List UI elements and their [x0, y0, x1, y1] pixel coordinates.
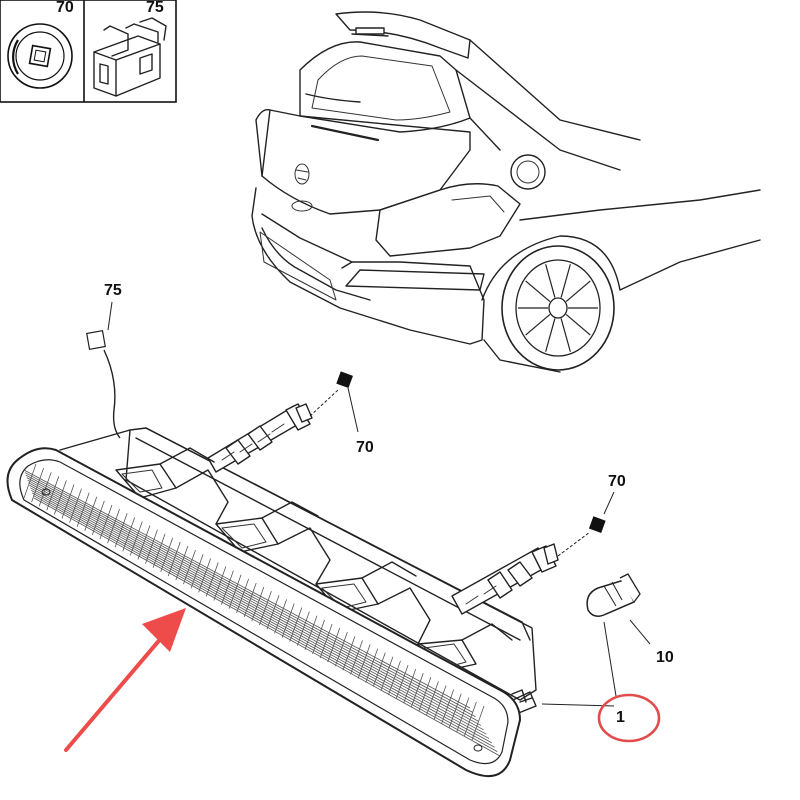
callout-label-70-top: 70 — [356, 439, 374, 456]
connector-clip-icon — [86, 330, 106, 350]
lens-grid — [23, 463, 501, 757]
grommet-icon — [7, 23, 73, 89]
inset-label-70: 70 — [56, 0, 74, 16]
callout-label-1: 1 — [616, 709, 625, 726]
bulb-drawing — [586, 573, 641, 617]
inset-label-75: 75 — [146, 0, 164, 16]
grommet-icon — [588, 516, 606, 533]
left-mounting-stud — [207, 403, 313, 473]
connector-clip-icon — [93, 17, 167, 97]
callout-70-right: 70 — [557, 473, 626, 557]
wheel-drawing — [501, 245, 615, 371]
callout-label-70-right: 70 — [608, 473, 626, 490]
callout-75: 75 — [86, 282, 122, 439]
bulb-pockets — [115, 447, 513, 673]
inset-box: 70 75 — [0, 0, 177, 103]
car-rear-drawing — [251, 11, 761, 373]
callout-1: 1 — [541, 621, 661, 743]
highlight-arrow — [64, 608, 186, 752]
callout-label-10: 10 — [656, 649, 674, 666]
callout-10: 10 — [629, 619, 674, 666]
highlight-circle — [597, 693, 661, 743]
callout-label-75: 75 — [104, 282, 122, 299]
grommet-icon — [336, 371, 353, 389]
callout-70-top: 70 — [309, 371, 374, 456]
right-mounting-stud — [451, 543, 559, 615]
brake-light-assembly — [6, 403, 559, 778]
